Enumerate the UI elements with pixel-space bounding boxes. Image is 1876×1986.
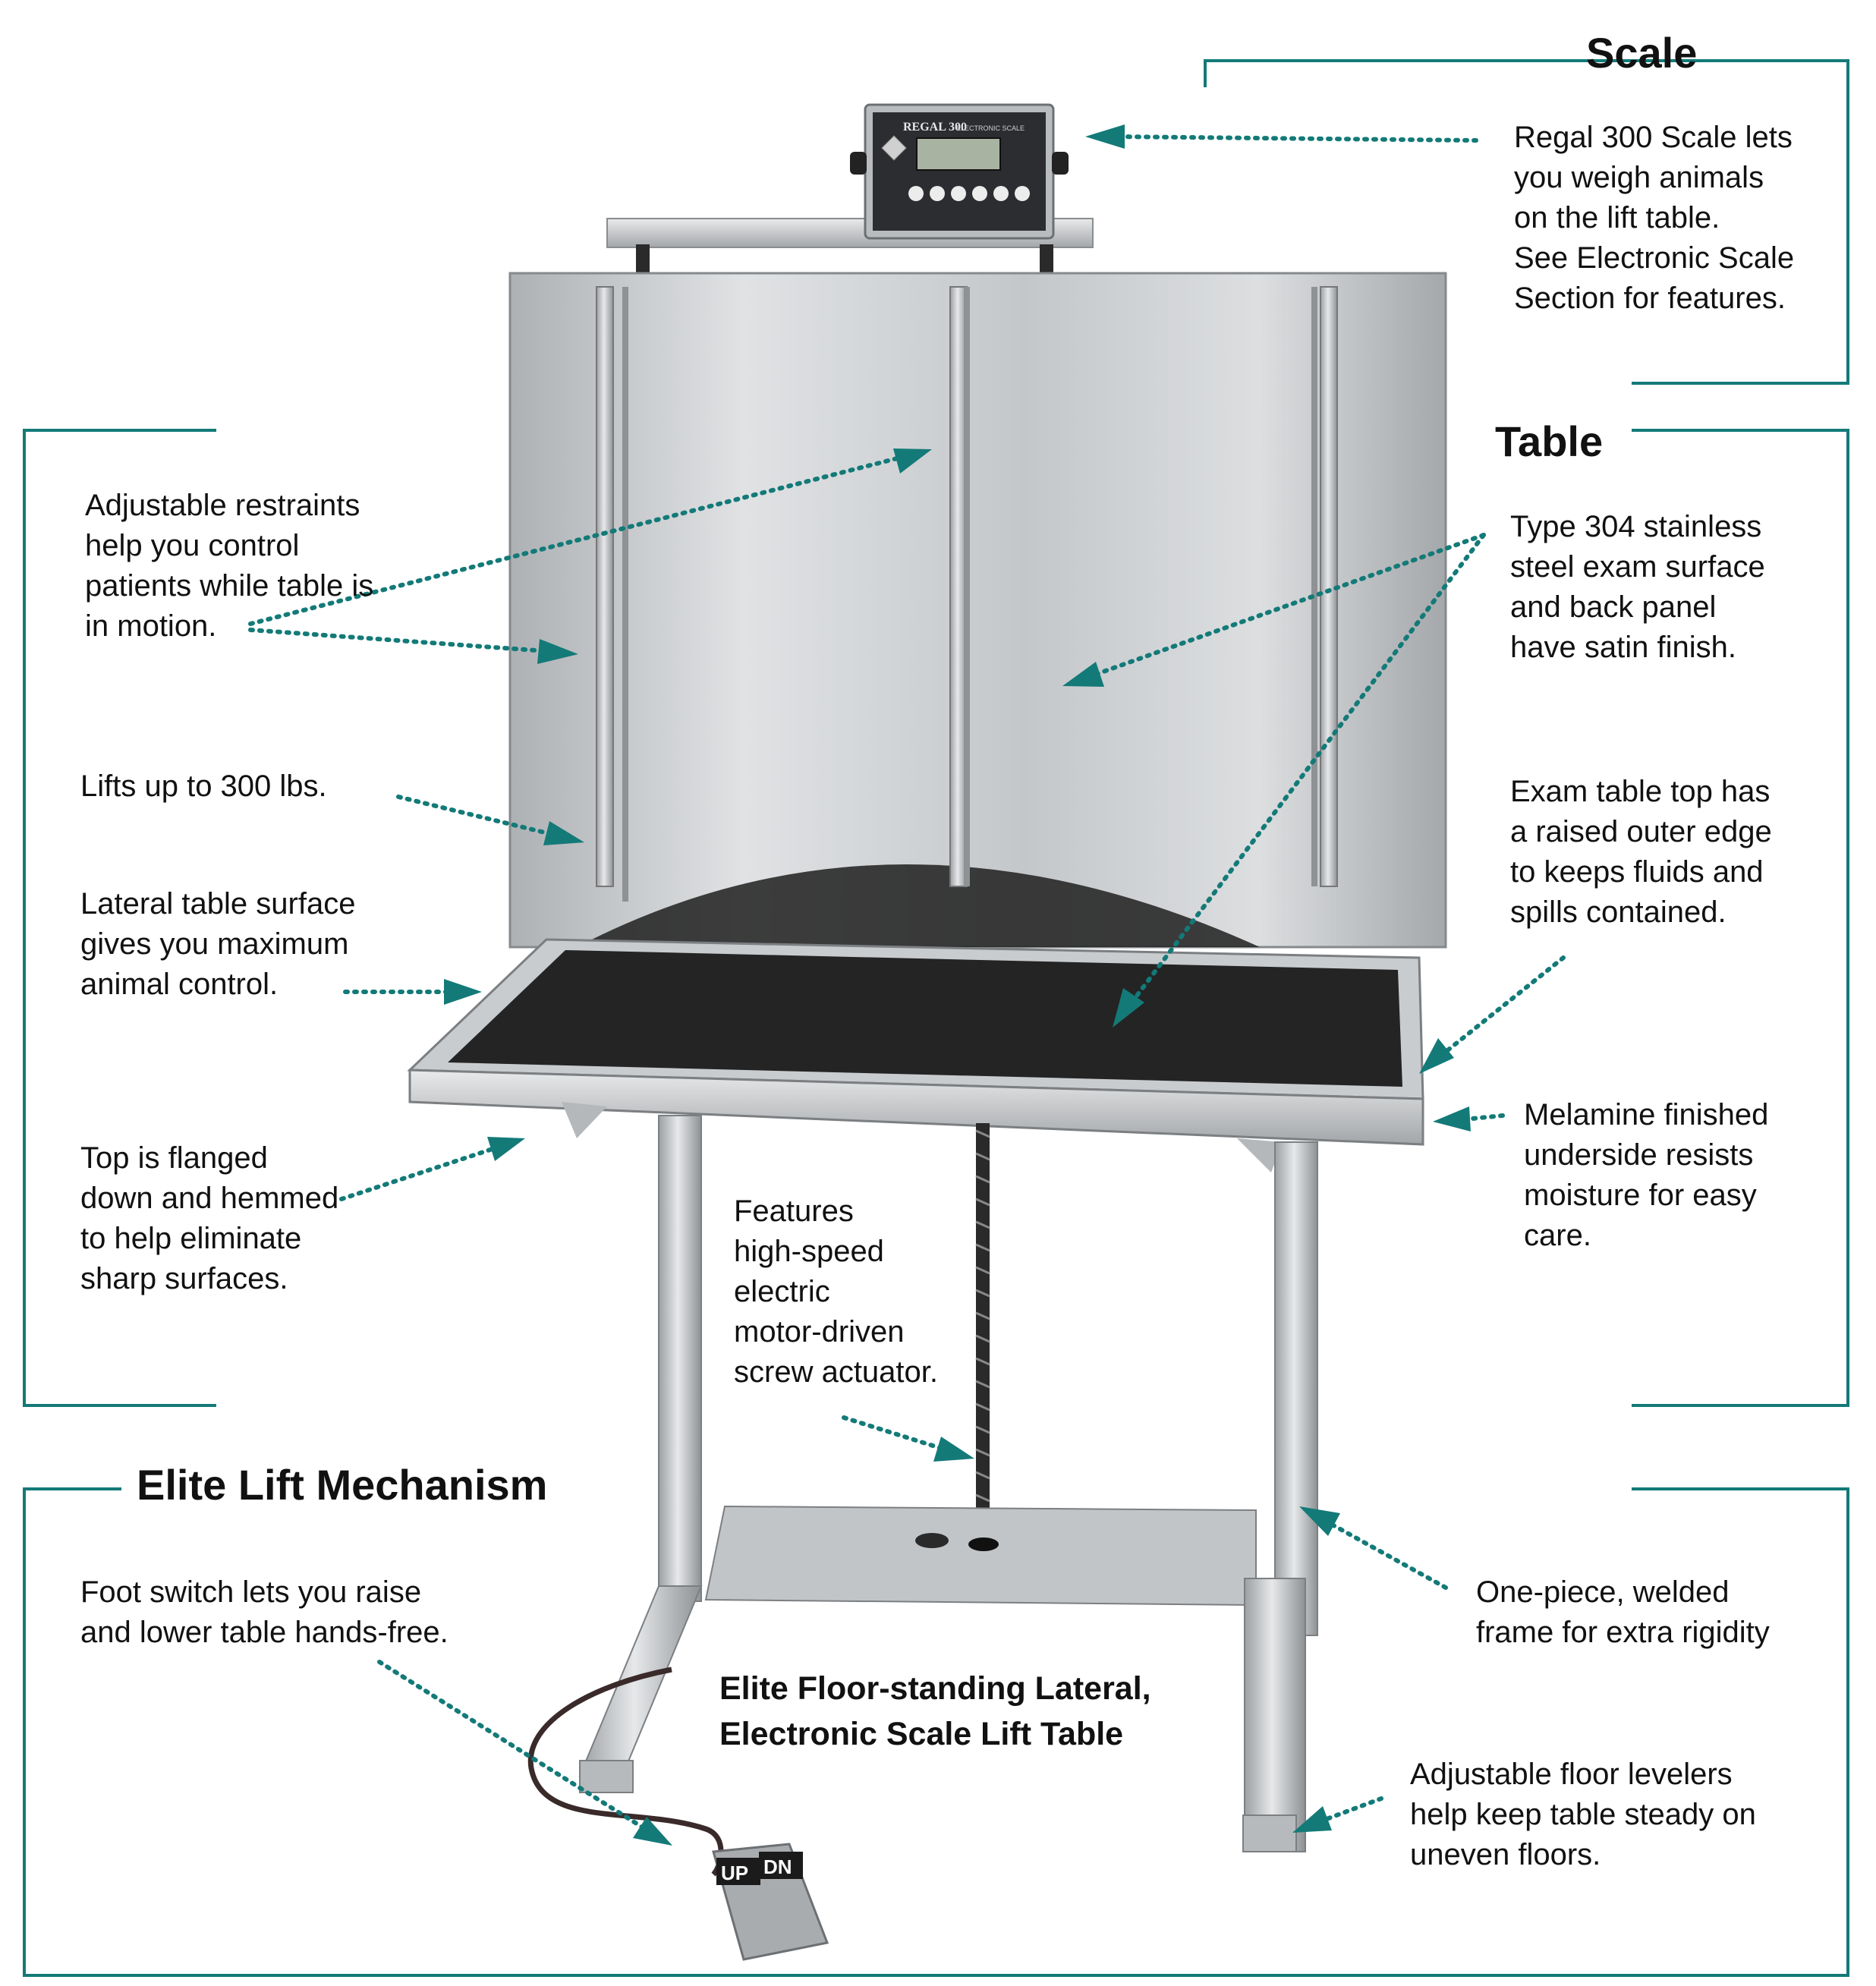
arrow-flanged bbox=[339, 1137, 525, 1201]
frame-scale bbox=[1204, 59, 1849, 385]
back-panel bbox=[508, 272, 1447, 949]
callout-lateral: Lateral table surface gives you maximum … bbox=[80, 887, 356, 1001]
frame-left-features bbox=[23, 429, 216, 1407]
callout-flanged: Top is flanged down and hemmed to help e… bbox=[80, 1141, 339, 1295]
heading-table: Table bbox=[1495, 417, 1604, 465]
scale-lcd-display bbox=[916, 137, 1001, 171]
heading-lift-mechanism: Elite Lift Mechanism bbox=[137, 1461, 548, 1509]
callout-actuator: Features high-speed electric motor-drive… bbox=[734, 1194, 939, 1389]
screw-actuator bbox=[975, 1123, 990, 1552]
frame-lift-mechanism bbox=[23, 1487, 1849, 1977]
welded-frame bbox=[578, 1115, 1318, 1852]
scale-logo-icon bbox=[881, 135, 907, 161]
arrow-frame bbox=[1299, 1506, 1448, 1590]
pedal-down-label: DN bbox=[763, 1855, 792, 1878]
frame-table bbox=[1632, 429, 1849, 1407]
restraint-rail-center bbox=[949, 286, 970, 887]
arrow-stainless-panel bbox=[1062, 533, 1486, 687]
callout-levelers: Adjustable floor levelers help keep tabl… bbox=[1410, 1758, 1756, 1871]
callout-foot-switch: Foot switch lets you raise and lower tab… bbox=[80, 1575, 449, 1649]
scale-mount-bar bbox=[606, 218, 1094, 273]
scale-indicator: REGAL 300 ELECTRONIC SCALE bbox=[850, 103, 1069, 240]
pedal-up-label: UP bbox=[721, 1862, 748, 1884]
arrow-levelers bbox=[1292, 1796, 1383, 1833]
arrow-lateral bbox=[343, 979, 482, 1005]
product-caption: Elite Floor-standing Lateral, Electronic… bbox=[719, 1670, 1151, 1752]
foot-switch: UP DN bbox=[527, 1667, 829, 1961]
callout-scale: Regal 300 Scale lets you weigh animals o… bbox=[1514, 121, 1795, 315]
callout-restraints: Adjustable restraints help you control p… bbox=[85, 489, 374, 643]
scale-brand-label: REGAL 300 bbox=[903, 121, 967, 134]
callout-raised-edge: Exam table top has a raised outer edge t… bbox=[1510, 775, 1772, 929]
exam-table-top bbox=[407, 938, 1424, 1172]
callout-lifts: Lifts up to 300 lbs. bbox=[80, 770, 327, 803]
arrow-raised-edge bbox=[1419, 955, 1566, 1074]
arrow-restraints-left bbox=[248, 628, 578, 664]
arrow-restraints-center bbox=[248, 449, 932, 626]
arrow-lifts bbox=[396, 795, 584, 845]
rubber-mat bbox=[448, 950, 1402, 1087]
callout-frame: One-piece, welded frame for extra rigidi… bbox=[1476, 1575, 1770, 1649]
restraint-rail-right bbox=[1311, 286, 1338, 887]
arrow-foot-switch bbox=[377, 1660, 672, 1846]
callout-melamine: Melamine finished underside resists mois… bbox=[1524, 1098, 1769, 1252]
heading-scale: Scale bbox=[1586, 29, 1698, 77]
restraint-rail-left bbox=[596, 286, 628, 902]
arrow-actuator bbox=[842, 1415, 974, 1462]
arrow-stainless-top bbox=[1113, 533, 1486, 1028]
callout-stainless: Type 304 stainless steel exam surface an… bbox=[1510, 510, 1765, 664]
arrow-melamine bbox=[1433, 1106, 1505, 1131]
scale-model-label: ELECTRONIC SCALE bbox=[956, 124, 1025, 132]
arrow-scale bbox=[1085, 124, 1478, 149]
scale-keypad bbox=[908, 186, 1030, 201]
